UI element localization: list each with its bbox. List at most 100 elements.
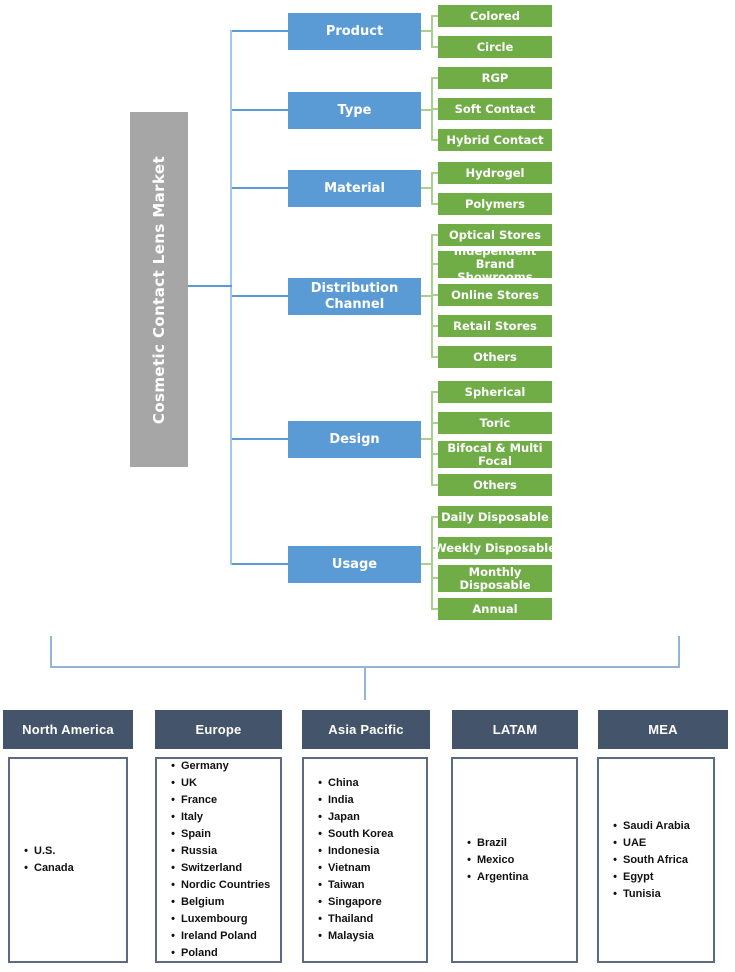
bullet-icon: • <box>613 853 617 866</box>
region-header-label: North America <box>22 722 114 737</box>
list-item: •China <box>314 775 426 792</box>
list-item: •UAE <box>609 835 713 852</box>
list-item: •Belgium <box>167 894 280 911</box>
connector-green <box>431 294 438 296</box>
region-header-latam: LATAM <box>452 710 578 749</box>
region-header-label: Europe <box>195 722 242 737</box>
list-item: •France <box>167 792 280 809</box>
connector-green <box>431 234 433 358</box>
option-label: Annual <box>472 601 518 616</box>
list-item: •Spain <box>167 826 280 843</box>
list-item: •Russia <box>167 843 280 860</box>
region-list-north-america: •U.S. •Canada <box>8 757 128 963</box>
region-header-asia-pacific: Asia Pacific <box>302 710 430 749</box>
option-label: Online Stores <box>451 287 539 302</box>
region-list-europe: •Germany •UK •France •Italy •Spain •Russ… <box>155 757 282 963</box>
region-header-mea: MEA <box>598 710 728 749</box>
bullet-icon: • <box>171 930 175 942</box>
list-item: •U.S. <box>20 843 126 860</box>
connector-green <box>421 30 433 32</box>
root-market-box: Cosmetic Contact Lens Market <box>130 112 188 467</box>
segment-usage-box: Usage <box>288 546 421 583</box>
option-label: RGP <box>481 70 509 85</box>
option-label: Circle <box>476 39 514 54</box>
list-item: •Taiwan <box>314 877 426 894</box>
segment-label: Distribution Channel <box>310 280 399 312</box>
segment-product-box: Product <box>288 13 421 50</box>
option-box: Hybrid Contact <box>438 129 552 151</box>
bullet-icon: • <box>613 819 617 832</box>
connector-bracket <box>50 636 52 666</box>
bullet-icon: • <box>613 836 617 849</box>
option-label: Retail Stores <box>453 318 537 333</box>
list-item: •South Africa <box>609 852 713 869</box>
connector-green <box>431 516 438 518</box>
connector-green <box>421 187 433 189</box>
option-box: Annual <box>438 598 552 620</box>
option-label: Toric <box>479 415 511 430</box>
connector-green <box>431 356 438 358</box>
list-item: •Germany <box>167 759 280 775</box>
bullet-icon: • <box>318 794 322 806</box>
connector-green <box>431 139 438 141</box>
option-box: Weekly Disposable <box>434 537 556 559</box>
region-list-mea: •Saudi Arabia •UAE •South Africa •Egypt … <box>597 757 715 963</box>
bullet-icon: • <box>318 845 322 857</box>
bullet-icon: • <box>318 879 322 891</box>
connector-green <box>431 77 438 79</box>
region-header-label: MEA <box>648 722 678 737</box>
option-label: Others <box>473 349 517 364</box>
option-box: Others <box>438 474 552 496</box>
bullet-icon: • <box>171 879 175 891</box>
option-box: Independent Brand Showrooms <box>438 245 552 284</box>
connector-root-branch <box>188 285 232 287</box>
bullet-icon: • <box>171 828 175 840</box>
segment-label: Design <box>329 431 380 447</box>
bullet-icon: • <box>613 887 617 900</box>
option-box: Monthly Disposable <box>438 565 552 592</box>
connector-green <box>431 15 433 48</box>
option-label: Monthly Disposable <box>459 564 531 592</box>
option-label: Bifocal & Multi Focal <box>447 440 543 468</box>
option-label: Polymers <box>464 196 526 211</box>
connector-green <box>431 108 438 110</box>
region-list-asia-pacific: •China •India •Japan •South Korea •Indon… <box>302 757 428 963</box>
segment-distribution-channel-box: Distribution Channel <box>288 278 421 315</box>
option-box: Daily Disposable <box>438 506 552 528</box>
region-header-label: Asia Pacific <box>328 722 404 737</box>
connector-bracket <box>678 636 680 666</box>
option-box: Hydrogel <box>438 162 552 184</box>
option-label: Hybrid Contact <box>446 132 544 147</box>
list-item: •Thailand <box>314 911 426 928</box>
list-item: •Indonesia <box>314 843 426 860</box>
connector-branch <box>232 30 288 32</box>
list-item: •Singapore <box>314 894 426 911</box>
bullet-icon: • <box>467 853 471 866</box>
bullet-icon: • <box>24 862 28 874</box>
connector-green <box>431 484 438 486</box>
connector-branch <box>232 563 288 565</box>
option-box: Circle <box>438 36 552 58</box>
segment-type-box: Type <box>288 92 421 129</box>
option-box: Bifocal & Multi Focal <box>438 441 552 468</box>
list-item: •UK <box>167 775 280 792</box>
bullet-icon: • <box>171 777 175 789</box>
list-item: •Canada <box>20 860 126 877</box>
segment-label: Product <box>325 23 384 39</box>
connector-green <box>421 563 433 565</box>
region-header-label: LATAM <box>492 722 538 737</box>
segment-label: Material <box>324 180 385 196</box>
bullet-icon: • <box>171 913 175 925</box>
connector-branch <box>232 438 288 440</box>
bullet-icon: • <box>171 760 175 772</box>
bullet-icon: • <box>318 777 322 789</box>
connector-branch <box>232 187 288 189</box>
option-box: RGP <box>438 67 552 89</box>
connector-green <box>431 516 433 610</box>
list-item: •Malaysia <box>314 928 426 945</box>
bullet-icon: • <box>171 947 175 959</box>
bullet-icon: • <box>171 794 175 806</box>
option-box: Retail Stores <box>438 315 552 337</box>
list-item: •Poland <box>167 945 280 961</box>
list-item: •Argentina <box>463 869 576 886</box>
